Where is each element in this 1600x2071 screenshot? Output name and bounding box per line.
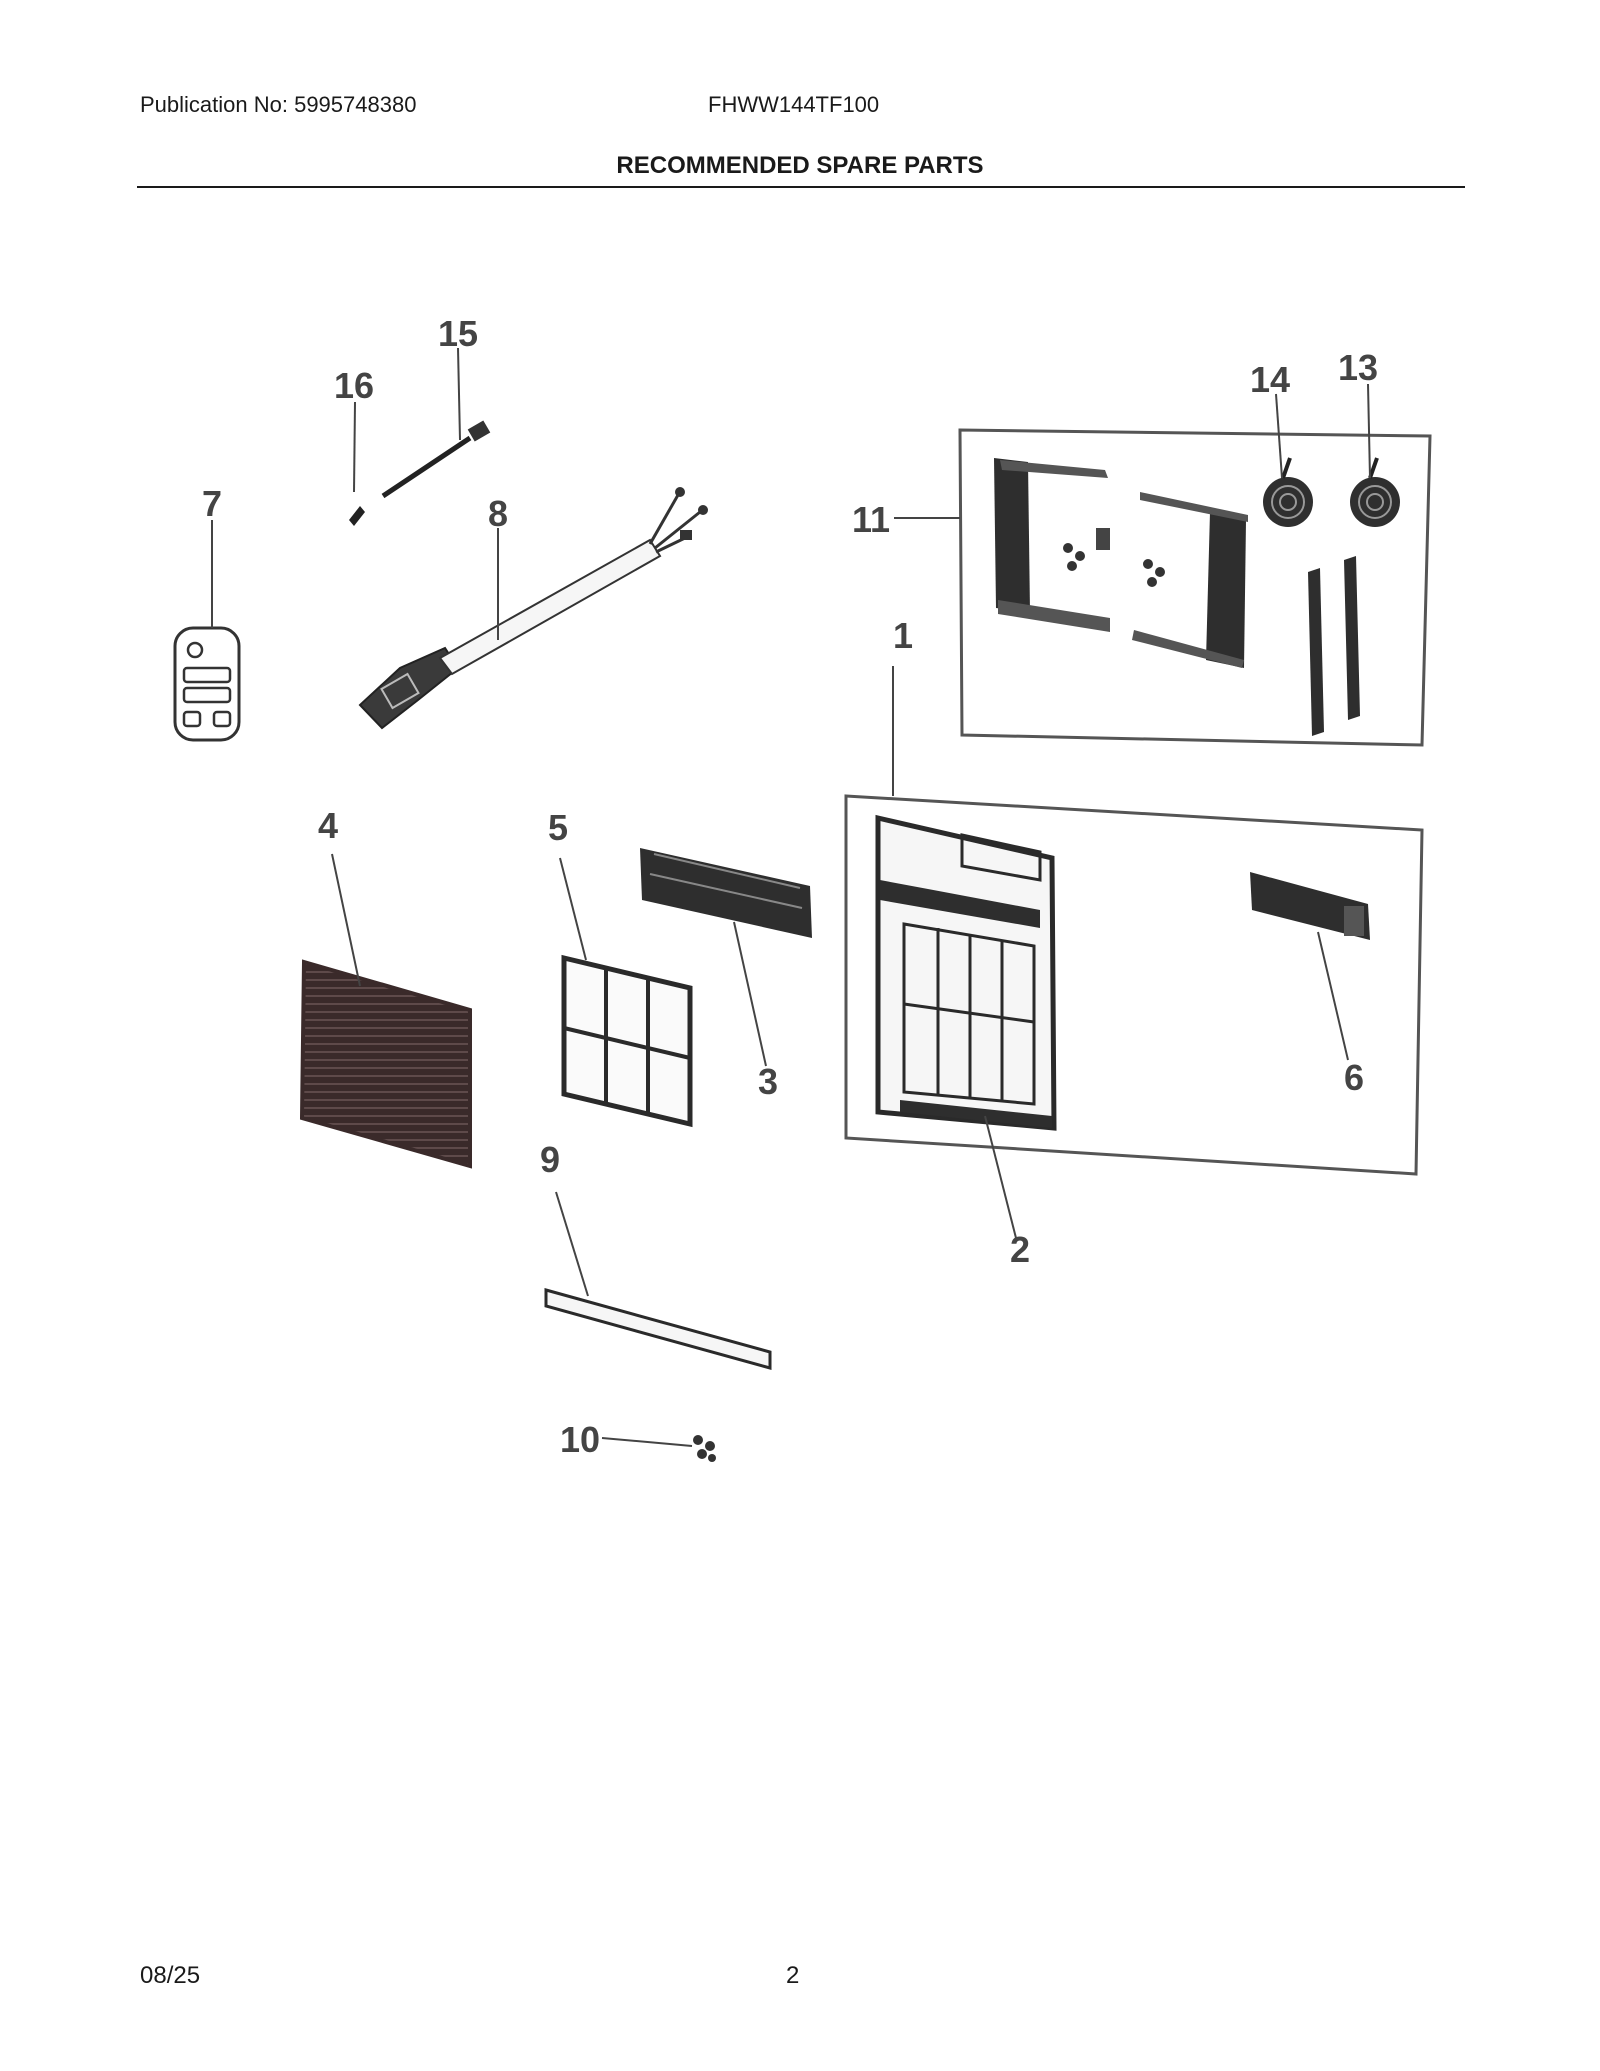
part-foam-strips xyxy=(1308,556,1360,736)
callout-15: 15 xyxy=(438,313,478,354)
part-remote-control xyxy=(173,626,241,742)
model-number: FHWW144TF100 xyxy=(708,92,880,117)
callout-2: 2 xyxy=(1010,1229,1030,1270)
callout-16: 16 xyxy=(334,365,374,406)
part-control-board xyxy=(1250,872,1370,940)
page-title: RECOMMENDED SPARE PARTS xyxy=(616,152,984,179)
header-divider xyxy=(137,186,1465,188)
callout-11: 11 xyxy=(852,499,890,540)
callout-5: 5 xyxy=(548,807,568,848)
page-number: 2 xyxy=(786,1962,800,1989)
callout-8: 8 xyxy=(488,493,508,534)
part-clip xyxy=(349,506,365,526)
callout-6: 6 xyxy=(1344,1057,1364,1098)
callout-9: 9 xyxy=(540,1139,560,1180)
publication-number: Publication No: 5995748380 xyxy=(140,92,417,117)
callout-3: 3 xyxy=(758,1061,778,1102)
part-screws xyxy=(693,1435,716,1462)
part-louver-assembly xyxy=(640,848,812,938)
part-foam-seal-roll-2 xyxy=(1350,457,1400,527)
callout-14: 14 xyxy=(1250,359,1290,400)
part-cable-tie xyxy=(381,420,491,499)
callout-13: 13 xyxy=(1338,347,1378,388)
callout-4: 4 xyxy=(318,805,338,846)
part-foam-seal-roll xyxy=(1263,457,1313,527)
part-air-filter xyxy=(561,954,693,1128)
part-window-installation-kit xyxy=(958,428,1432,747)
callout-10: 10 xyxy=(560,1419,600,1460)
part-front-panel xyxy=(875,814,1057,1131)
part-power-cord xyxy=(358,487,708,730)
revision-date: 08/25 xyxy=(140,1962,201,1989)
part-front-grille xyxy=(299,959,472,1169)
part-rail xyxy=(544,1288,772,1370)
callout-7: 7 xyxy=(202,483,222,524)
callout-1: 1 xyxy=(893,615,913,656)
